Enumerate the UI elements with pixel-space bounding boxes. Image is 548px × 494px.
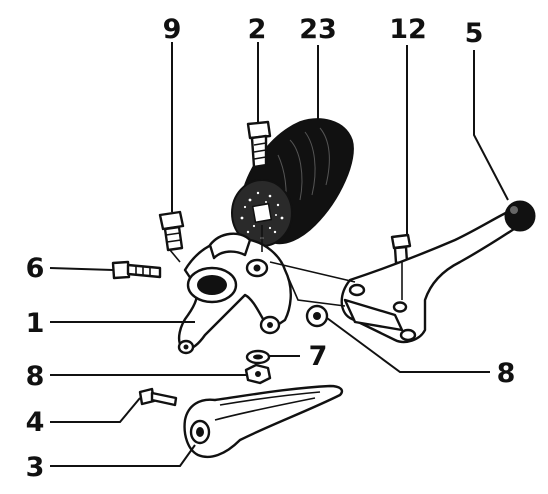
- callout-4: 4: [26, 407, 45, 438]
- callout-9: 9: [163, 14, 182, 45]
- part-9-screw: [158, 210, 185, 252]
- callout-7: 7: [309, 341, 328, 372]
- part-6-bolt: [111, 260, 162, 280]
- callout-3: 3: [26, 452, 45, 483]
- part-1-bracket: [177, 232, 292, 355]
- callout-8-left: 8: [26, 361, 45, 392]
- part-23-rubber-grip: [231, 118, 354, 247]
- callout-8-right: 8: [497, 358, 516, 389]
- callout-12: 12: [389, 14, 427, 45]
- assembly-guide-lines: [169, 225, 403, 307]
- part-3-pedal-lever: [183, 384, 344, 459]
- callout-6: 6: [26, 253, 45, 284]
- part-8-left-nut: [244, 363, 272, 385]
- part-2-screw: [246, 120, 272, 169]
- callout-2: 2: [248, 14, 267, 45]
- part-4-bolt: [138, 387, 178, 407]
- part-5-lever-arm: [340, 200, 536, 344]
- callout-23: 23: [299, 14, 337, 45]
- part-7-washer: [245, 349, 271, 365]
- part-8-right-bushing: [305, 304, 329, 328]
- leader-lines: [49, 42, 509, 467]
- callout-1: 1: [26, 308, 45, 339]
- callout-5: 5: [465, 18, 484, 49]
